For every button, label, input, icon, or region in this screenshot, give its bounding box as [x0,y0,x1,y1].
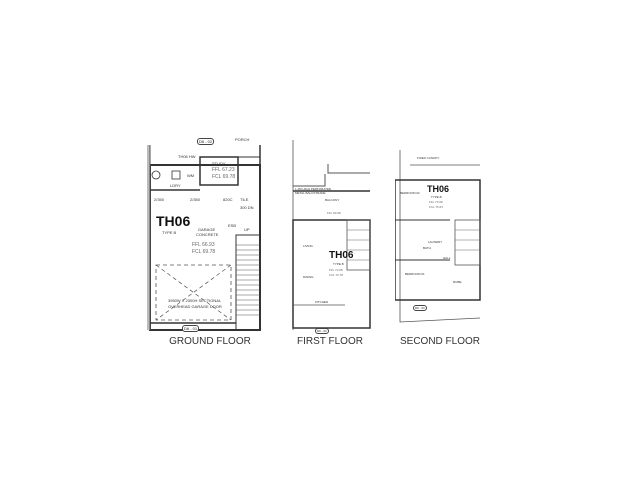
unit-label: TH06 [156,213,191,229]
type-label: TYPE B [162,230,177,235]
balustrade-label-2: METAL BALUSTRADE [295,191,326,195]
first-floor-linework [292,140,371,330]
kitchen-label: KITCHEN [315,300,329,304]
bath-label: BATH [423,246,431,250]
door-label: 2/350 [154,197,165,202]
ldry-label: LDRY [170,183,181,188]
door-label: 2/350 [190,197,201,202]
stair-up-label: UP [244,227,250,232]
first-floor-title: FIRST FLOOR [297,336,363,347]
dining-label: DINING [303,275,314,279]
second-fcl: FCL 75.63 [429,205,443,209]
type-label: TYPE B [431,195,442,199]
study-label: STUDY [212,161,226,166]
wm-label: WM [187,173,195,178]
grid-tag: D6 - 01 [182,325,200,332]
ground-floor-plan: D6 - 02 TH06 HW PORCH STUDY FFL 67.23 FC… [140,135,280,335]
porch-label: PORCH [235,137,250,142]
grid-tag: D6 - 01 [315,328,329,334]
stair-dn-label: 300 DN [240,205,254,210]
balcony-label: BALCONY [325,198,340,202]
hall-label: HALL [443,256,451,260]
first-floor-plan: 1.4M HIGH PERFORATED METAL BALUSTRADE BA… [285,140,375,335]
ground-floor-linework [147,145,261,331]
bedroom-02-label: BEDROOM 02 [400,191,420,195]
balcony-ffl: FFL 69.98 [327,211,341,215]
laundry-label: LAUNDRY [428,240,443,244]
garage-ffl: FFL 66.93 [192,242,215,248]
unit-label: TH06 [427,184,450,194]
second-floor-plan: FIXED CANOPY BEDROOM 02 TH06 TYPE B FFL … [395,150,485,330]
stair-tile-label: TILE [240,197,249,202]
garage-door-label-2: OVERHEAD GARAGE DOOR [168,304,222,309]
garage-door-label: 3950W X 2300H SECTIONAL [168,298,222,303]
second-floor-linework [395,150,481,323]
living-label: LIVING [303,244,313,248]
second-floor-title: SECOND FLOOR [399,336,480,347]
robe-label: ROBE [453,280,462,284]
garage-fcl: FCL 69.78 [192,249,216,255]
bedroom-01-label: BEDROOM 01 [405,272,425,276]
esb-label: ESB [228,223,237,228]
study-fcl: FCL 69.78 [212,174,236,180]
grid-tag: D6 - 01 [413,305,427,311]
fixed-canopy-label: FIXED CANOPY [417,156,440,160]
unit-label: TH06 [329,250,354,261]
ground-floor-title: GROUND FLOOR [169,336,251,347]
balustrade-label: 1.4M HIGH PERFORATED [295,187,332,191]
door-label: 820C [223,197,233,202]
second-ffl: FFL 73.08 [429,200,443,204]
garage-label: GARAGE [198,227,216,232]
garage-finish: CONCRETE [196,232,219,237]
type-label: TYPE B [333,262,344,266]
grid-tag: D6 - 02 [197,138,215,145]
first-fcl: FCL 72.78 [329,273,343,277]
study-ffl: FFL 67.23 [212,167,235,173]
first-ffl: FFL 70.08 [329,268,343,272]
hw-label: TH06 HW [178,154,196,159]
